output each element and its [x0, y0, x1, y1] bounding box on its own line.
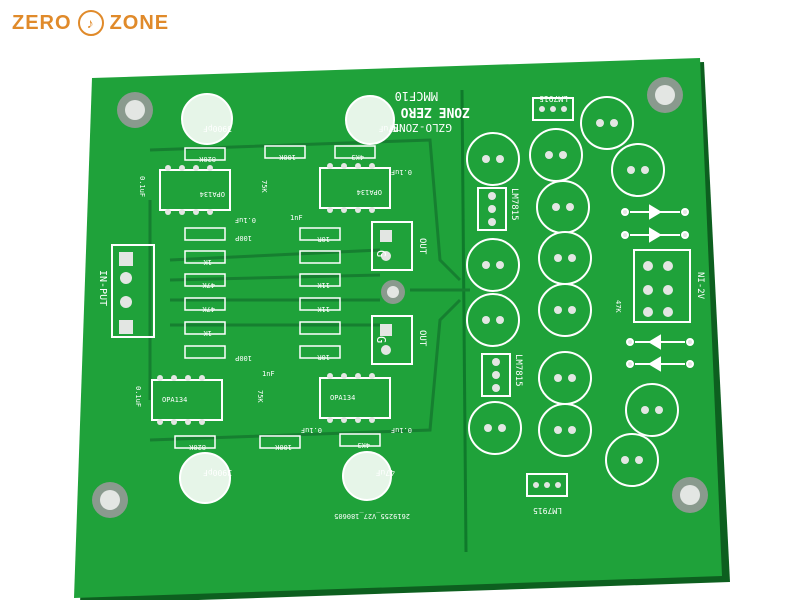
- label-gzlo: GZLO-ZONE: [392, 121, 452, 134]
- label-tm: TM: [390, 123, 400, 132]
- res-label-5: 4K3: [351, 153, 364, 161]
- label-out-top: OUT: [417, 238, 427, 255]
- power-capacitor-footprints: [466, 96, 679, 487]
- ic-label-4: OPA134: [330, 394, 355, 402]
- label-g-top: G: [374, 250, 388, 257]
- cap-label-7: 0.1uF: [391, 168, 412, 176]
- ic-label-1: OPA134: [200, 190, 225, 198]
- res-label-2: 820K: [188, 443, 206, 451]
- res-label-3: 100K: [278, 153, 296, 161]
- board-divider: [460, 89, 468, 553]
- res-label-7: 75K: [260, 180, 268, 193]
- cap-label-4: 47uF: [376, 468, 395, 477]
- label-model: MMCF10: [395, 89, 438, 103]
- label-ac: NI-2V: [695, 272, 705, 300]
- diode-footprints: [621, 204, 694, 372]
- cap-label-12: 1nF: [262, 370, 275, 378]
- res-label-6: 4K3: [357, 441, 370, 449]
- label-reg-2: LM7815: [513, 354, 523, 387]
- label-reg-4: LM7915: [533, 506, 562, 515]
- res-label-9: 10R: [317, 235, 330, 243]
- res-label-11: 11K: [317, 281, 330, 289]
- brand-logo: ZERO ♪ ZONE: [12, 10, 169, 36]
- cap-label-10: 0.1uF: [391, 426, 412, 434]
- res-label-16: 1K: [203, 258, 212, 266]
- ac-input-block: [633, 249, 691, 323]
- cap-label-14: 100P: [235, 354, 252, 362]
- label-reg-1: LM7815: [509, 188, 519, 221]
- res-label-13: 47K: [202, 281, 215, 289]
- regulator-footprints: [477, 97, 574, 497]
- mounting-holes: [92, 77, 708, 518]
- res-label-17: 1K: [203, 329, 212, 337]
- cap-label-9: 0.1uF: [301, 426, 322, 434]
- label-zone: ZONE: [439, 104, 470, 119]
- cap-label-13: 100P: [235, 234, 252, 242]
- label-g-bottom: G: [374, 336, 388, 343]
- label-out-bottom: OUT: [417, 330, 427, 347]
- cap-label-6: 0.1uF: [235, 216, 256, 224]
- date-code: 2619255_V27_180605: [334, 512, 410, 520]
- cap-label-11: 1nF: [290, 214, 303, 222]
- resistor-footprints: [174, 145, 381, 449]
- res-label-12: 11K: [317, 305, 330, 313]
- brand-word-right: ZONE: [109, 11, 170, 34]
- cap-label-8: 0.1uF: [134, 386, 142, 407]
- res-label-8: 75K: [256, 390, 264, 403]
- silkscreen-labels: MMCF10 ZERO ZONE GZLO-ZONE TM IN-PUT OUT…: [97, 89, 705, 520]
- ic-label-2: OPA134: [357, 188, 382, 196]
- output-terminals: [371, 221, 413, 365]
- capacitor-footprints-left: [179, 93, 395, 504]
- label-zero: ZERO: [401, 104, 432, 119]
- res-label-15: 47K: [614, 300, 622, 313]
- ic-label-3: OPA134: [162, 396, 187, 404]
- brand-word-left: ZERO: [12, 11, 72, 34]
- cap-label-5: 0.1uF: [138, 176, 146, 197]
- ic-pads: [157, 163, 375, 425]
- cap-label-3: 47uF: [379, 124, 398, 133]
- cap-label-2: 3900pF: [203, 468, 232, 477]
- res-label-14: 47K: [202, 305, 215, 313]
- music-note-icon: ♪: [77, 10, 104, 36]
- cap-label-1: 3900pF: [203, 124, 232, 133]
- res-label-10: 10R: [317, 353, 330, 361]
- label-input: IN-PUT: [97, 270, 108, 306]
- label-reg-3: LM7915: [539, 94, 568, 103]
- res-label-1: 820K: [198, 155, 216, 163]
- res-label-4: 100K: [274, 443, 292, 451]
- pcb-traces: [148, 138, 470, 442]
- input-terminal: [111, 244, 155, 338]
